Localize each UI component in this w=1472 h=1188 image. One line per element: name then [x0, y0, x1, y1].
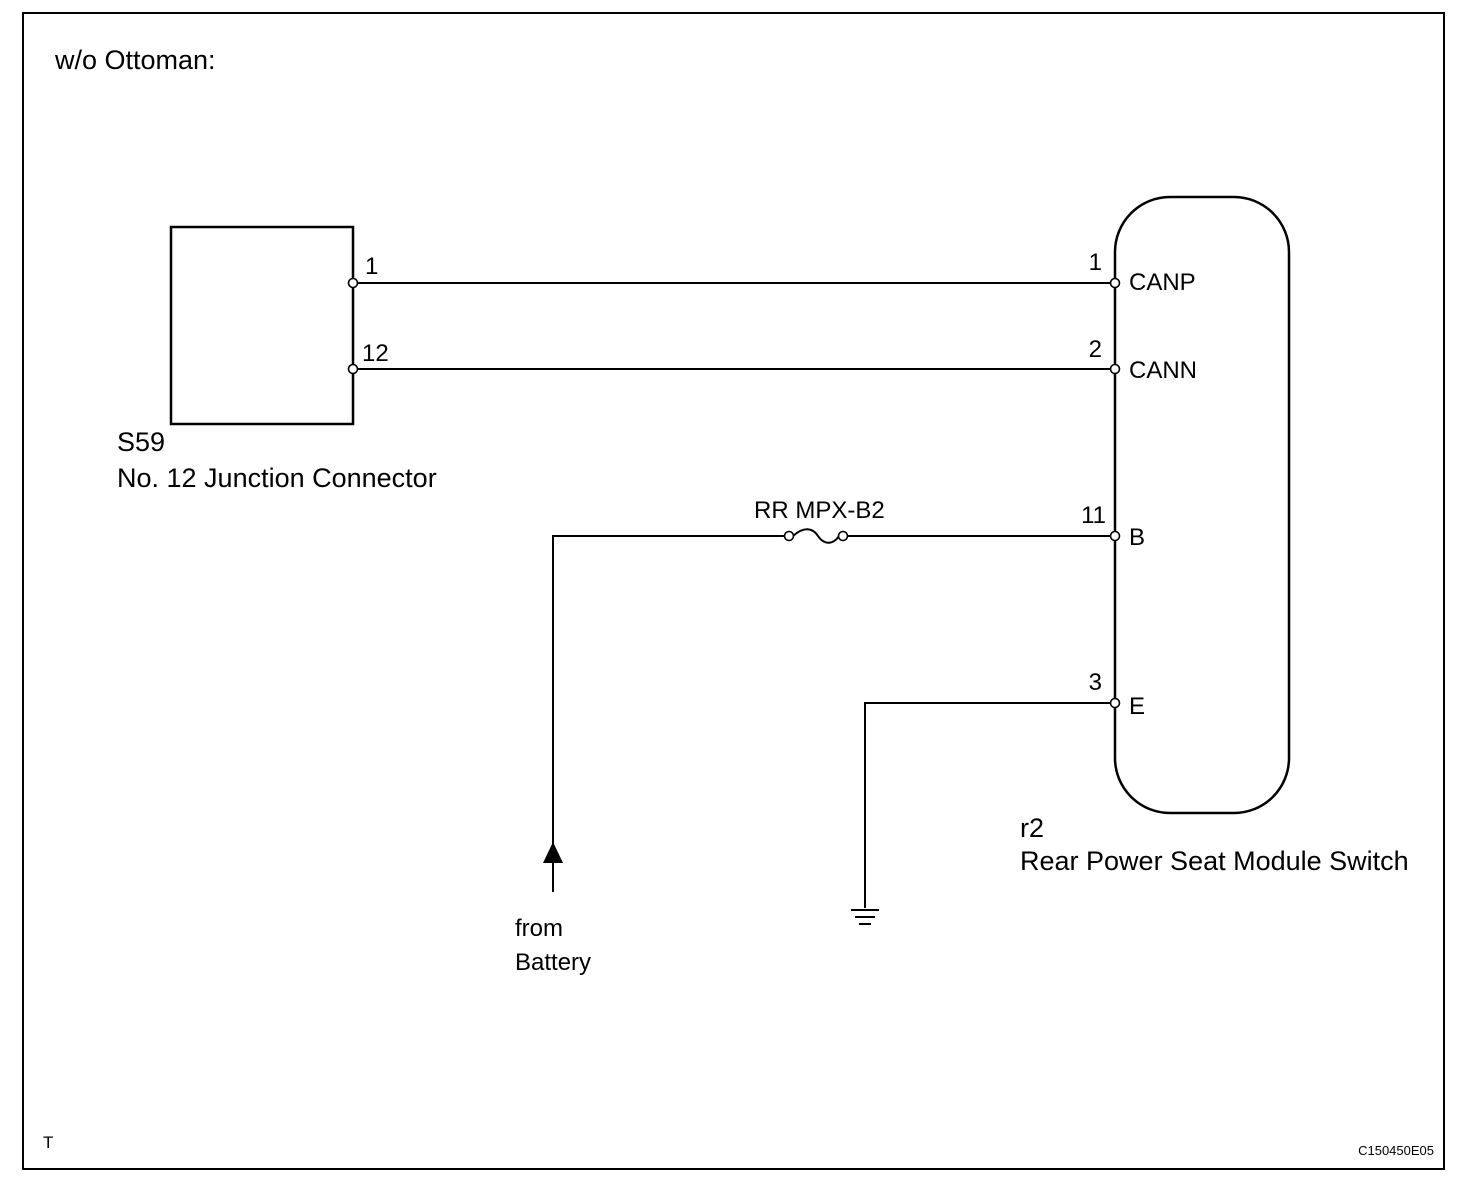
r2-pin-number-canp: 1 [1089, 249, 1102, 276]
figure-code: C150450E05 [1358, 1143, 1434, 1158]
r2-pin-number-cann: 2 [1089, 336, 1102, 363]
s59-name: No. 12 Junction Connector [117, 463, 437, 493]
r2-terminal-canp [1109, 277, 1121, 289]
r2-terminal-e [1109, 697, 1121, 709]
r2-module-box [1113, 195, 1291, 815]
ground-icon [851, 909, 879, 925]
diagram-title: w/o Ottoman: [54, 45, 216, 75]
ground-wire [864, 702, 1115, 908]
r2-pin-number-e: 3 [1089, 669, 1102, 696]
s59-pin-12-label: 12 [362, 340, 389, 367]
s59-pin-1-label: 1 [365, 253, 378, 280]
s59-code: S59 [117, 427, 165, 457]
r2-signal-e: E [1129, 693, 1145, 720]
battery-wire [552, 535, 789, 892]
battery-arrow-icon [543, 842, 563, 863]
corner-mark: T [43, 1133, 53, 1152]
r2-signal-canp: CANP [1129, 269, 1196, 296]
r2-pin-number-b: 11 [1081, 502, 1106, 529]
r2-terminal-b [1109, 530, 1121, 542]
battery-source-line2: Battery [515, 949, 591, 976]
s59-connector-box [169, 225, 355, 426]
diagram-frame [22, 12, 1445, 1170]
r2-signal-cann: CANN [1129, 357, 1197, 384]
s59-terminal-1 [347, 277, 359, 289]
s59-terminal-12 [347, 363, 359, 375]
fuse-symbol [792, 528, 840, 544]
r2-terminal-cann [1109, 363, 1121, 375]
battery-source-line1: from [515, 915, 563, 942]
r2-signal-b: B [1129, 524, 1145, 551]
r2-code: r2 [1020, 813, 1044, 843]
fuse-terminal-left [783, 530, 795, 542]
fuse-label: RR MPX-B2 [754, 497, 885, 524]
r2-name: Rear Power Seat Module Switch [1020, 846, 1409, 876]
fuse-terminal-right [837, 530, 849, 542]
